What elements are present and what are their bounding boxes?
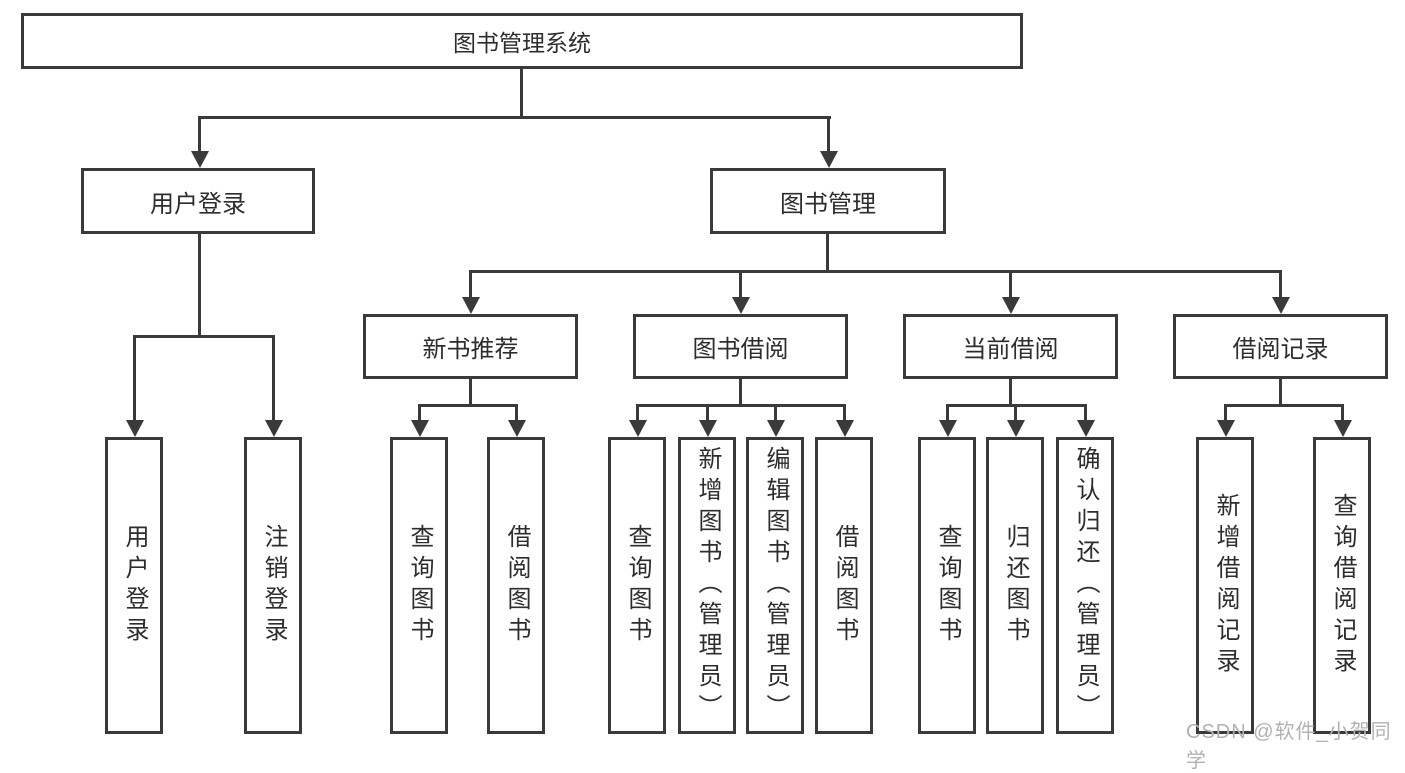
leaf-current-confirm-return-admin: 确认归还（管理员） bbox=[1056, 437, 1114, 734]
leaf-borrowing-edit-books-admin: 编辑图书（管理员） bbox=[746, 437, 804, 734]
arrowhead-down bbox=[766, 404, 785, 437]
arrowhead-down bbox=[1271, 270, 1290, 314]
connector-line bbox=[133, 335, 275, 338]
connector-line bbox=[1009, 379, 1012, 407]
node-new-book-recommend: 新书推荐 bbox=[363, 314, 578, 379]
arrowhead-down bbox=[507, 404, 526, 437]
node-borrowing-records: 借阅记录 bbox=[1173, 314, 1388, 379]
arrowhead-down bbox=[835, 404, 854, 437]
arrowhead-down bbox=[1006, 404, 1025, 437]
connector-line bbox=[469, 379, 472, 407]
arrowhead-down bbox=[698, 404, 717, 437]
arrowhead-down bbox=[1333, 404, 1352, 437]
node-root: 图书管理系统 bbox=[21, 13, 1023, 69]
connector-line bbox=[636, 404, 846, 407]
connector-line bbox=[1224, 404, 1344, 407]
arrowhead-down bbox=[819, 116, 838, 168]
connector-line bbox=[418, 404, 518, 407]
connector-line bbox=[739, 379, 742, 407]
connector-line bbox=[1279, 379, 1282, 407]
leaf-borrowing-query-books: 查询图书 bbox=[608, 437, 666, 734]
arrowhead-down bbox=[461, 270, 480, 314]
leaf-current-return-books: 归还图书 bbox=[986, 437, 1044, 734]
node-current-borrowing: 当前借阅 bbox=[903, 314, 1118, 379]
leaf-user-login: 用户登录 bbox=[105, 437, 163, 734]
node-book-borrowing: 图书借阅 bbox=[633, 314, 848, 379]
connector-line bbox=[826, 234, 829, 273]
leaf-borrowing-add-books-admin: 新增图书（管理员） bbox=[678, 437, 736, 734]
arrowhead-down bbox=[731, 270, 750, 314]
arrowhead-down bbox=[190, 116, 209, 168]
arrowhead-down bbox=[1076, 404, 1095, 437]
connector-line bbox=[198, 116, 831, 119]
arrowhead-down bbox=[410, 404, 429, 437]
node-book-management: 图书管理 bbox=[710, 168, 946, 234]
connector-line bbox=[520, 68, 523, 119]
arrowhead-down bbox=[1001, 270, 1020, 314]
leaf-newbook-borrow-books: 借阅图书 bbox=[487, 437, 545, 734]
leaf-current-query-books: 查询图书 bbox=[918, 437, 976, 734]
arrowhead-down bbox=[938, 404, 957, 437]
arrowhead-down bbox=[125, 335, 144, 437]
leaf-records-query-record: 查询借阅记录 bbox=[1313, 437, 1371, 734]
arrowhead-down bbox=[1216, 404, 1235, 437]
leaf-records-add-record: 新增借阅记录 bbox=[1196, 437, 1254, 734]
arrowhead-down bbox=[264, 335, 283, 437]
csdn-watermark: CSDN @软件_小贺同学 bbox=[1186, 721, 1392, 772]
leaf-newbook-query-books: 查询图书 bbox=[390, 437, 448, 734]
connector-line bbox=[469, 270, 1282, 273]
leaf-logout: 注销登录 bbox=[244, 437, 302, 734]
connector-line bbox=[198, 234, 201, 338]
leaf-borrowing-borrow-books: 借阅图书 bbox=[815, 437, 873, 734]
diagram-canvas: 图书管理系统 用户登录 图书管理 新书推荐 图书借阅 当前借阅 借阅记录 用户登… bbox=[21, 13, 1391, 772]
node-user-login: 用户登录 bbox=[81, 168, 315, 234]
arrowhead-down bbox=[628, 404, 647, 437]
